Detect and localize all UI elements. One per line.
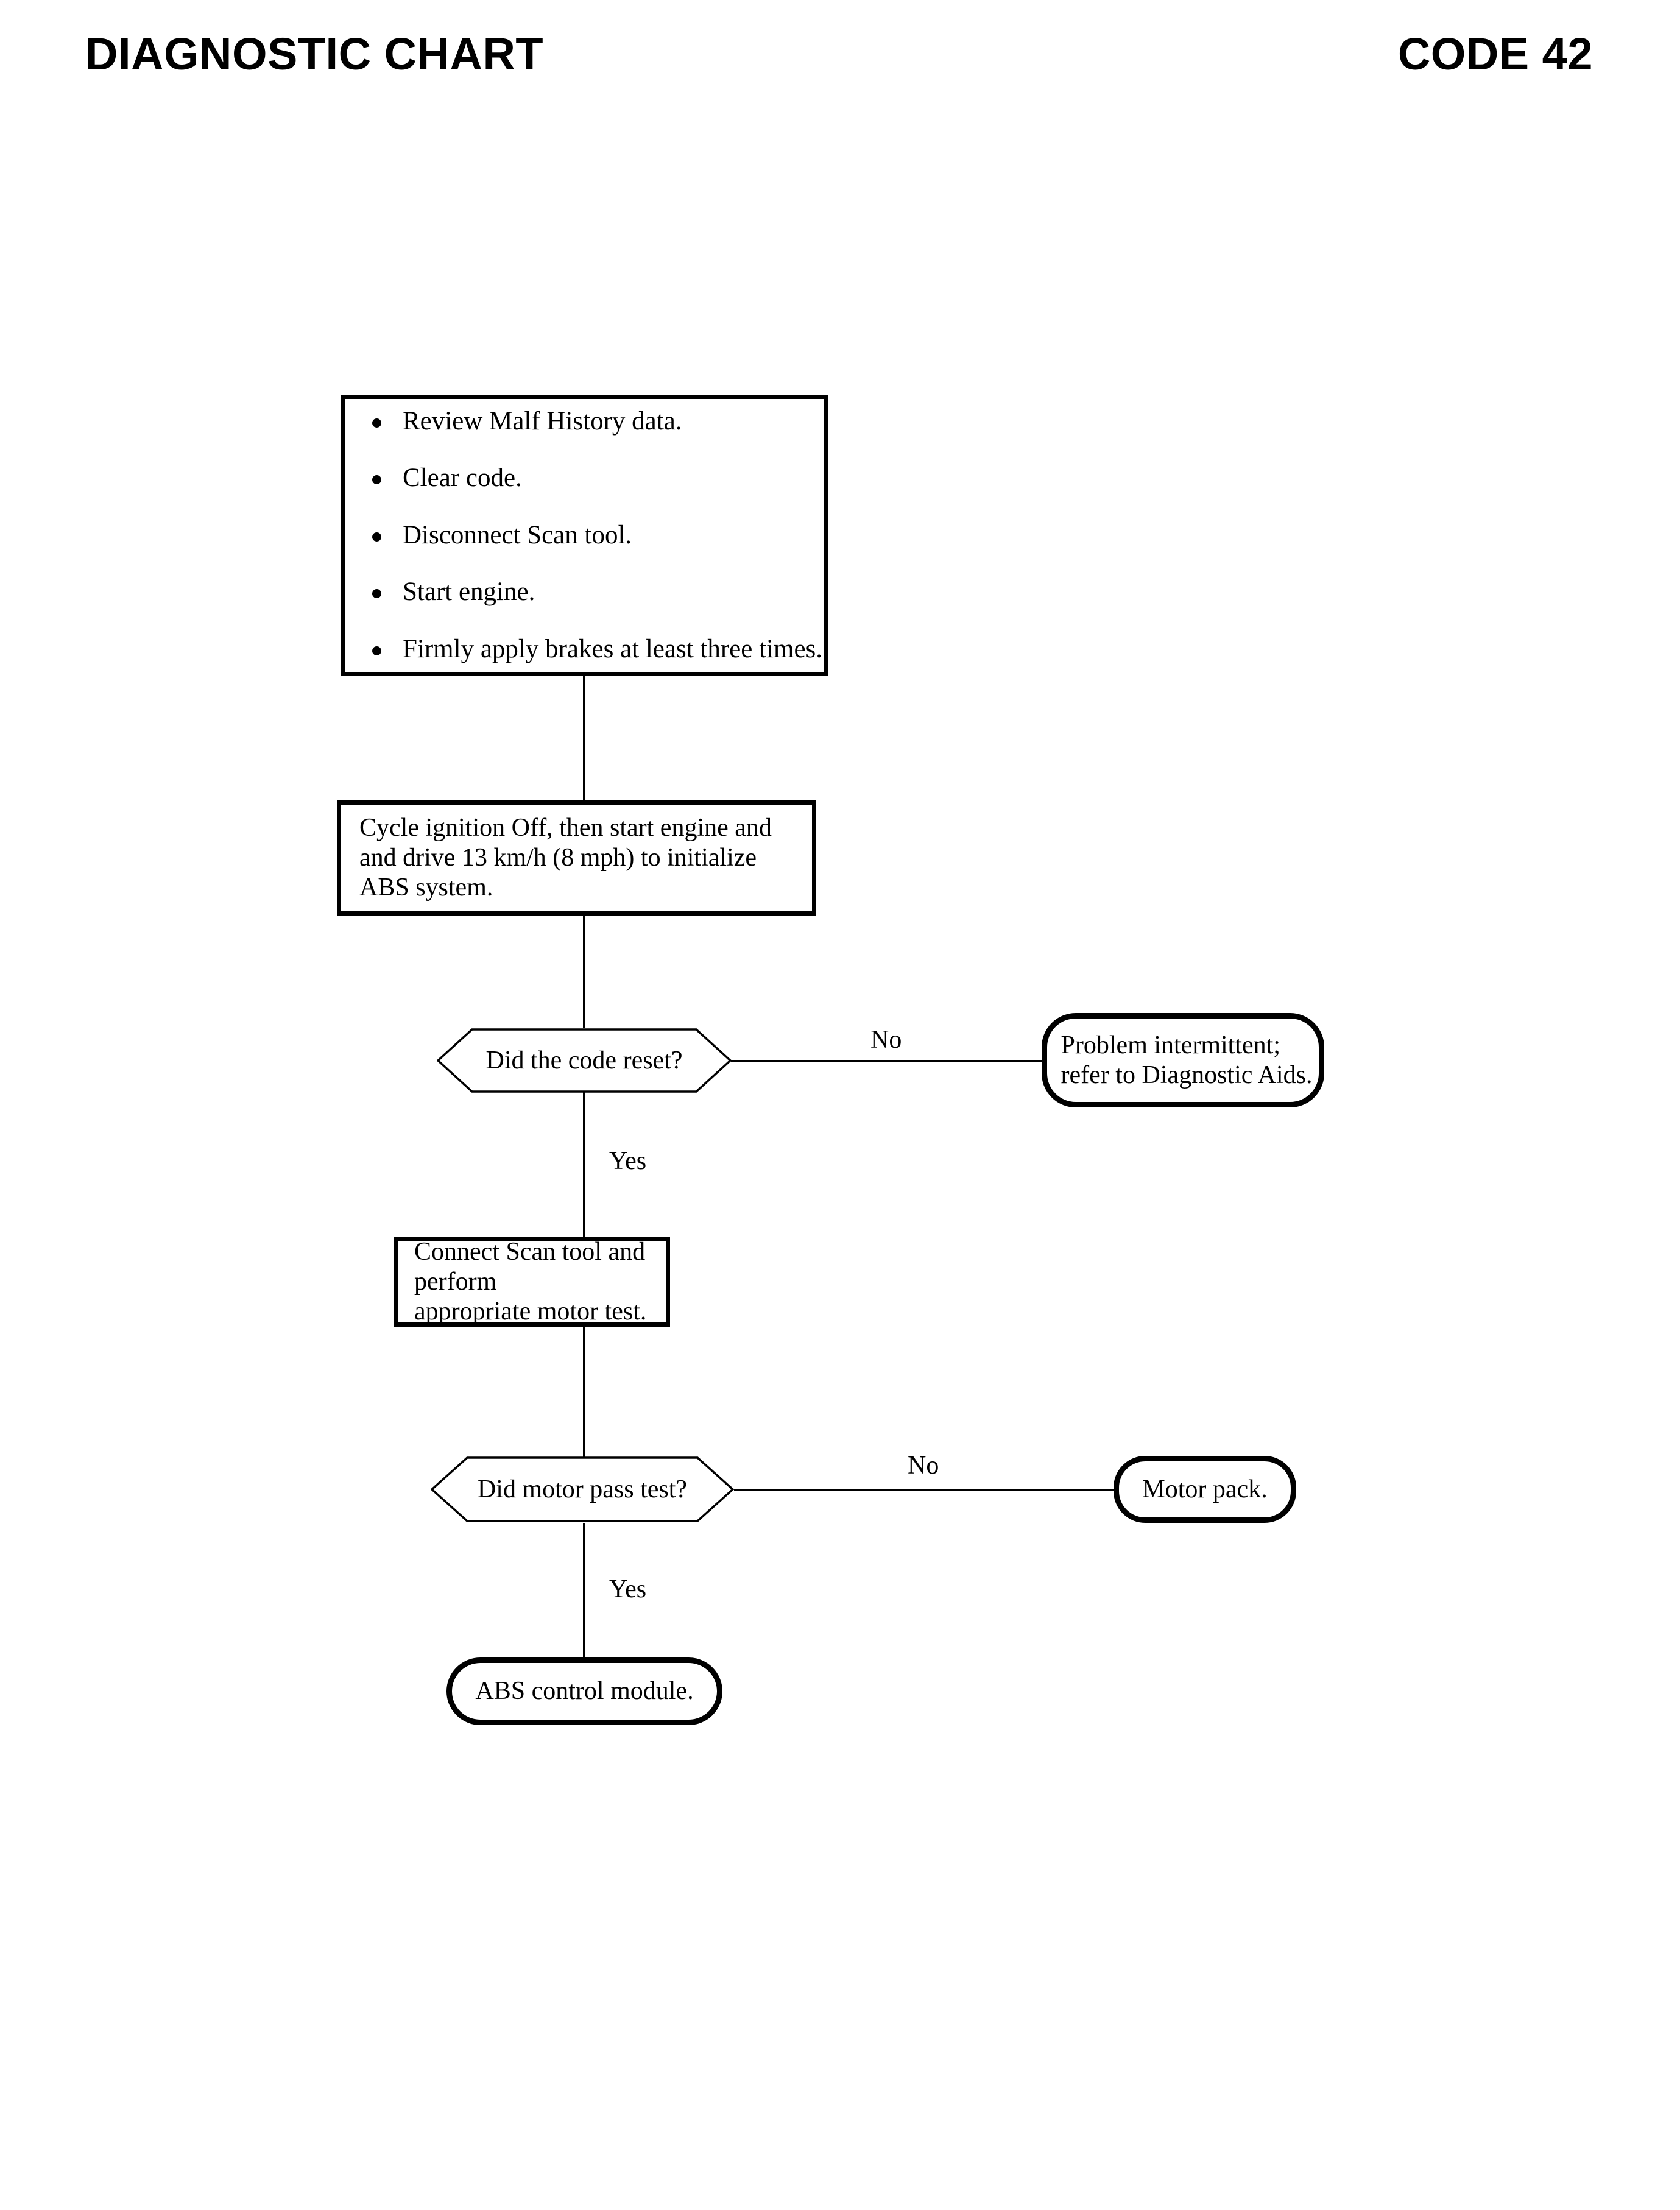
bullet-icon (372, 646, 381, 655)
decision-did-motor-pass-test: Did motor pass test? (431, 1456, 734, 1523)
terminal-abs-control-module: ABS control module. (446, 1658, 722, 1725)
initial-steps-list: Review Malf History data. Clear code. Di… (361, 406, 822, 663)
list-item-label: Clear code. (403, 464, 522, 493)
process-box-initial-steps: Review Malf History data. Clear code. Di… (341, 395, 828, 676)
bullet-icon (372, 589, 381, 599)
terminal-problem-intermittent: Problem intermittent; refer to Diagnosti… (1042, 1013, 1324, 1107)
branch-label-yes-2: Yes (609, 1575, 647, 1603)
decision-did-motor-pass-test-label: Did motor pass test? (477, 1475, 688, 1503)
connector-decision1-no (731, 1060, 1043, 1062)
process-box-connect-scan-tool-text: Connect Scan tool and perform appropriat… (414, 1238, 647, 1326)
decision-did-code-reset: Did the code reset? (437, 1028, 732, 1093)
connector-steps-to-cycle (583, 676, 585, 800)
bullet-icon (372, 418, 381, 428)
list-item-label: Start engine. (403, 577, 535, 607)
list-item-label: Review Malf History data. (403, 406, 682, 436)
connector-decision2-yes (583, 1523, 585, 1659)
list-item: Disconnect Scan tool. (361, 521, 808, 549)
terminal-problem-intermittent-text: Problem intermittent; refer to Diagnosti… (1061, 1031, 1313, 1089)
terminal-motor-pack-text: Motor pack. (1142, 1475, 1268, 1503)
list-item: Firmly apply brakes at least three times… (361, 635, 822, 663)
hexagon-shape (437, 1028, 732, 1093)
list-item-label: Firmly apply brakes at least three times… (403, 634, 823, 663)
connector-decision2-no (734, 1489, 1115, 1491)
page-title: DIAGNOSTIC CHART (85, 29, 544, 79)
list-item: Review Malf History data. (361, 406, 808, 436)
connector-connect-to-decision2 (583, 1327, 585, 1457)
process-box-connect-scan-tool: Connect Scan tool and perform appropriat… (394, 1237, 670, 1327)
hexagon-shape (431, 1456, 734, 1522)
branch-label-yes-1: Yes (609, 1147, 647, 1175)
list-item: Start engine. (361, 577, 808, 607)
diagnostic-code-label: CODE 42 (1397, 29, 1593, 79)
process-box-cycle-ignition: Cycle ignition Off, then start engine an… (337, 800, 816, 916)
branch-label-no-1: No (870, 1026, 902, 1054)
process-box-cycle-ignition-text: Cycle ignition Off, then start engine an… (359, 814, 772, 902)
terminal-motor-pack: Motor pack. (1114, 1456, 1296, 1523)
list-item-label: Disconnect Scan tool. (403, 520, 632, 549)
terminal-abs-control-module-text: ABS control module. (475, 1677, 694, 1706)
bullet-icon (372, 475, 381, 485)
branch-label-no-2: No (908, 1452, 939, 1480)
bullet-icon (372, 532, 381, 542)
list-item: Clear code. (361, 464, 808, 492)
decision-did-code-reset-label: Did the code reset? (485, 1047, 683, 1075)
connector-decision1-yes (583, 1092, 585, 1237)
connector-cycle-to-decision1 (583, 916, 585, 1028)
